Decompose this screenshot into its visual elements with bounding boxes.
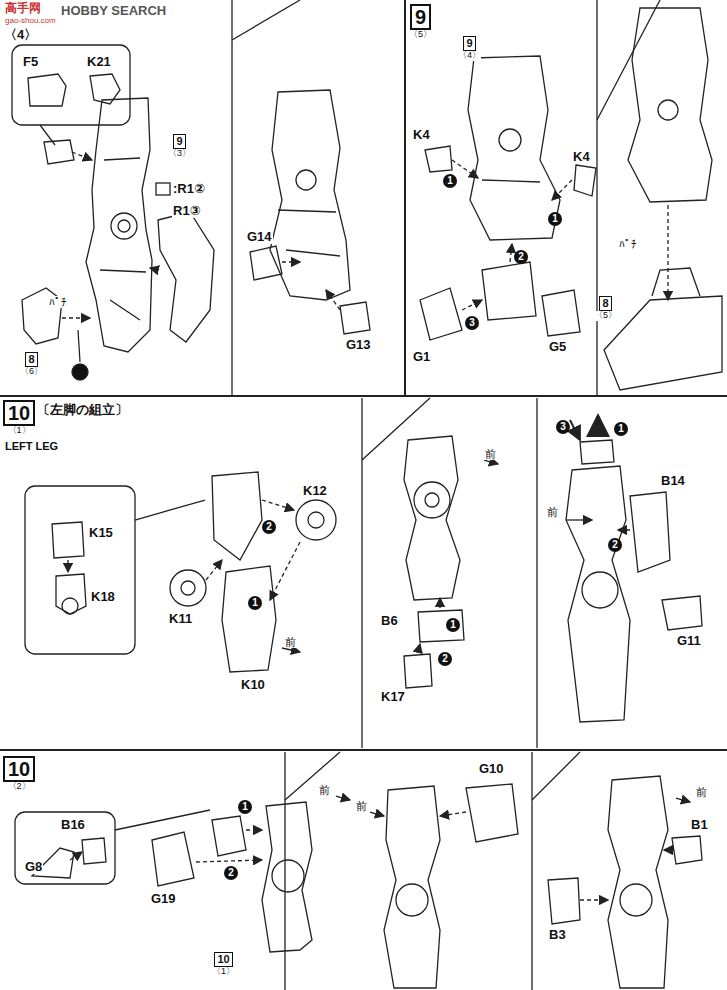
snap-note: 前 xyxy=(546,506,559,518)
step-substep: 〈4〉 xyxy=(458,51,481,61)
step-number-box: 10〈1〉 xyxy=(212,952,235,977)
step-order-number: 1 xyxy=(248,596,262,610)
part-label: G14 xyxy=(246,230,273,244)
part-label: G13 xyxy=(345,338,372,352)
part-label: G19 xyxy=(150,892,177,906)
part-label: K18 xyxy=(90,590,116,604)
part-label: B16 xyxy=(60,818,86,832)
step-substep: 〈6〉 xyxy=(20,367,43,377)
section-title: 〔左脚の組立〕 xyxy=(36,403,129,417)
part-label: G8 xyxy=(24,860,43,874)
step-substep: 〈5〉 xyxy=(594,311,617,321)
step-number: 9 xyxy=(173,134,185,149)
step-number-box: 10〈1〉 xyxy=(3,400,35,436)
part-label: K15 xyxy=(88,526,114,540)
part-label: G1 xyxy=(412,350,431,364)
part-label: B6 xyxy=(380,614,399,628)
part-label: K10 xyxy=(240,678,266,692)
step-substep: 〈2〉 xyxy=(8,782,31,792)
step-substep: 〈5〉 xyxy=(409,30,432,40)
part-label: G10 xyxy=(478,762,505,776)
step-number-box: 9〈5〉 xyxy=(409,4,432,40)
part-label: B1 xyxy=(690,818,709,832)
step-substep: 〈3〉 xyxy=(168,149,191,159)
part-label: K12 xyxy=(302,484,328,498)
step-number-box: 8〈6〉 xyxy=(20,352,43,377)
part-label: G5 xyxy=(548,340,567,354)
part-label: K17 xyxy=(380,690,406,704)
step-order-number: 3 xyxy=(556,420,570,434)
part-label: R1③ xyxy=(172,204,202,218)
step-number-box: 9〈4〉 xyxy=(458,36,481,61)
part-label: F5 xyxy=(22,55,39,69)
step-number: 10 xyxy=(3,756,35,782)
step-substep: 〈1〉 xyxy=(8,426,31,436)
step-order-number: 1 xyxy=(446,618,460,632)
step-number-box: 10〈2〉 xyxy=(3,756,35,792)
part-label: :R1② xyxy=(172,182,206,196)
step-substep: 〈1〉 xyxy=(212,967,235,977)
part-label: K11 xyxy=(168,612,193,626)
snap-note: 前 xyxy=(695,786,708,798)
watermark: HOBBY SEARCH xyxy=(60,4,167,18)
part-label: K4 xyxy=(412,128,431,142)
snap-note: 前 xyxy=(355,800,368,812)
snap-note: ﾊﾟﾁ xyxy=(618,238,638,250)
snap-note: 前 xyxy=(284,636,297,648)
section-title-en: LEFT LEG xyxy=(4,440,59,452)
step-order-number: 3 xyxy=(465,316,479,330)
watermark: gao-shou.com xyxy=(4,17,57,26)
step-order-number: 1 xyxy=(443,174,457,188)
step-number: 10 xyxy=(3,400,35,426)
step-order-number: 2 xyxy=(608,538,622,552)
part-label: B3 xyxy=(548,928,567,942)
step-order-number: 2 xyxy=(514,250,528,264)
step-number-box: 8〈5〉 xyxy=(594,296,617,321)
step-order-number: 1 xyxy=(238,800,252,814)
step-order-number: 1 xyxy=(614,422,628,436)
step-number: 9 xyxy=(410,4,431,30)
snap-note: 前 xyxy=(484,448,497,460)
part-label: 〈4〉 xyxy=(3,28,38,42)
part-label: K4 xyxy=(572,150,591,164)
step-number: 9 xyxy=(463,36,475,51)
snap-note: 前 xyxy=(318,784,331,796)
part-label: B14 xyxy=(660,474,686,488)
step-order-number: 1 xyxy=(548,212,562,226)
step-order-number: 2 xyxy=(262,520,276,534)
part-label: K21 xyxy=(86,55,112,69)
watermark: 高手网 xyxy=(4,2,42,15)
step-order-number: 2 xyxy=(224,866,238,880)
part-label: G11 xyxy=(676,634,702,648)
step-number-box: 9〈3〉 xyxy=(168,134,191,159)
step-number: 8 xyxy=(25,352,37,367)
step-number: 8 xyxy=(599,296,611,311)
step-number: 10 xyxy=(214,952,232,967)
step-order-number: 2 xyxy=(438,652,452,666)
snap-note: ﾊﾟﾁ xyxy=(48,296,68,308)
